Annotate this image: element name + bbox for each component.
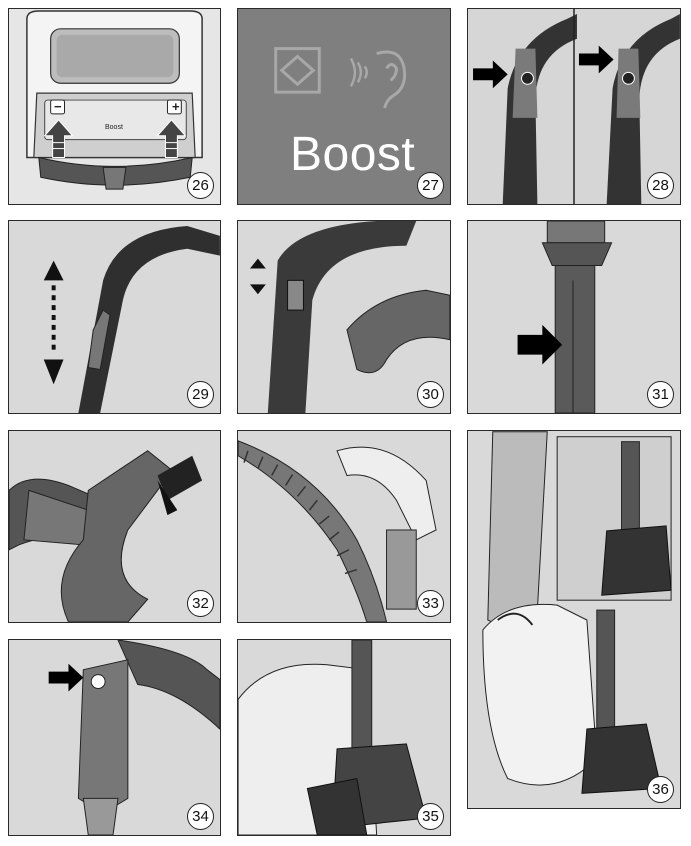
hose-grip-illustration	[238, 440, 437, 622]
figure-number: 36	[647, 776, 674, 803]
slider-illustration	[249, 221, 450, 413]
figure-number: 26	[187, 172, 214, 199]
figure-number: 27	[417, 172, 444, 199]
figure-30-suction-slider: 30	[237, 220, 451, 414]
handle-illustration	[473, 9, 680, 204]
handle-attachment-illustration	[9, 450, 203, 622]
figure-number: 34	[187, 803, 214, 830]
control-panel-illustration	[9, 9, 220, 204]
figure-number: 33	[417, 590, 444, 617]
handle-slider-illustration	[43, 225, 220, 413]
ear-icon	[376, 50, 407, 109]
figure-number: 32	[187, 590, 214, 617]
plus-button-graphic	[166, 99, 182, 115]
figure-29-slider-handle: 29	[8, 220, 221, 414]
figure-28-handle-controls: 28	[467, 8, 681, 205]
figure-27-boost-display: Boost 27	[237, 8, 451, 205]
minus-button-graphic	[50, 99, 66, 115]
figure-26-control-panel: − + Boost 26	[8, 8, 221, 205]
release-button-illustration	[48, 640, 220, 835]
figure-number: 28	[647, 172, 674, 199]
figure-number: 29	[187, 381, 214, 408]
figure-35-floorhead-parking: 35	[237, 639, 451, 836]
plus-symbol: +	[172, 99, 180, 114]
figure-31-telescopic-tube: 31	[467, 220, 681, 414]
minus-symbol: −	[54, 99, 62, 114]
figure-number: 31	[647, 381, 674, 408]
boost-label: Boost	[105, 124, 123, 131]
figure-36-carry-vacuum: 36	[467, 430, 681, 809]
figure-32-handle-attachment: 32	[8, 430, 221, 623]
display-icons	[238, 9, 450, 204]
tube-illustration	[517, 221, 613, 413]
figure-34-release-button: 34	[8, 639, 221, 836]
figure-33-hose-grip: 33	[237, 430, 451, 623]
boost-display-text: Boost	[290, 128, 416, 181]
figure-number: 30	[417, 381, 444, 408]
figure-number: 35	[417, 803, 444, 830]
filter-icon	[279, 54, 316, 87]
floorhead-illustration	[238, 640, 427, 835]
carry-vacuum-illustration	[482, 431, 672, 794]
